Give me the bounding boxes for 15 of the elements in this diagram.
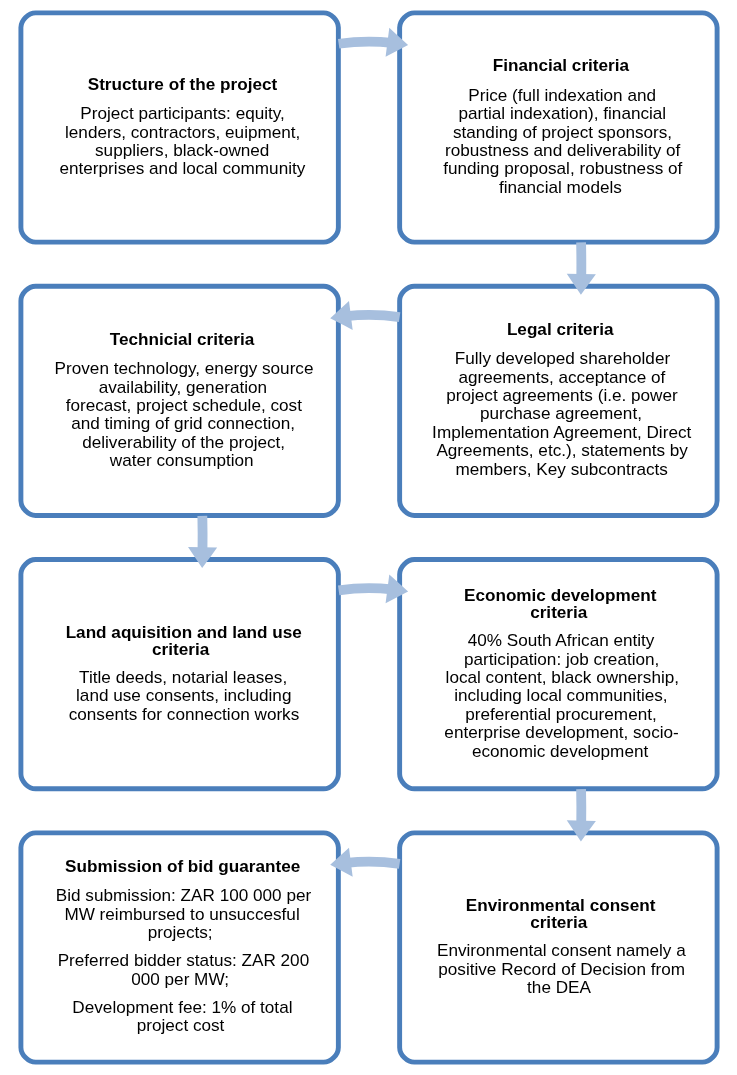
arrow: [337, 27, 408, 57]
arrow: [329, 847, 400, 877]
node-box: Structure of the project Project participants: equity, lenders, contractors, euipment, suppliers, black-owned enterprises and local community: [17, 10, 341, 245]
arrow: [566, 788, 596, 842]
arrow: [566, 242, 596, 295]
node-box: Technicial criteria Proven technology, energy source availability, generation forecast, project schedule, cost and timing of grid connection, deliverability of the project, water consumption: [17, 283, 341, 518]
node-box: Submission of bid guarantee Bid submission: ZAR 100 000 per MW reimbursed to unsuccesful projects; Preferred bidder status: ZAR 200 000 per MW; Development fee: 1% of total project cost: [17, 830, 341, 1065]
node-box: Financial criteria Price (full indexation and partial indexation), financial standing of project sponsors, robustness and deliverability of funding proposal, robustness of financial models: [396, 10, 720, 245]
node-box: Environmental consent criteria Environmental consent namely a positive Record of Decision from the DEA: [396, 830, 720, 1065]
arrow: [329, 301, 400, 330]
arrow: [337, 574, 408, 604]
node-box: Land aquisition and land use criteria Title deeds, notarial leases, land use consents, including consents for connection works: [17, 557, 341, 792]
node-box: Legal criteria Fully developed shareholder agreements, acceptance of project agreements (i.e. power purchase agreement, Implementation Agreement, Direct Agreements, etc.), statements by members, Key subcontracts: [396, 283, 720, 518]
node-box: Economic development criteria 40% South African entity participation: job creation, local content, black ownership, including local communities, preferential procurement, enterprise development, socio-economic development: [396, 557, 720, 792]
arrow: [187, 515, 217, 569]
